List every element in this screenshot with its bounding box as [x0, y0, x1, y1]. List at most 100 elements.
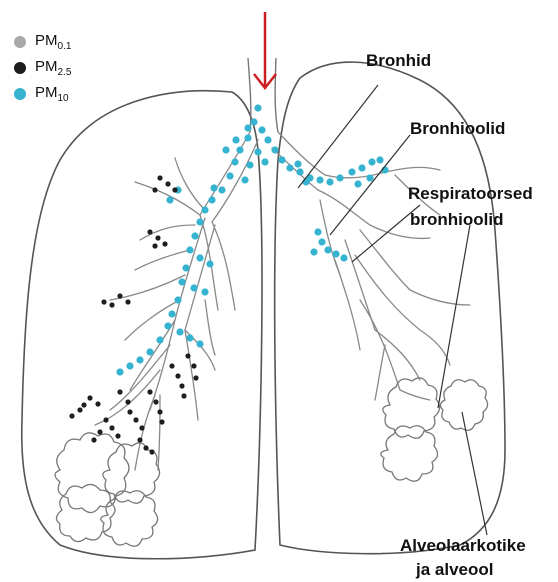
- pm10-particle: [196, 218, 203, 225]
- pm10-particle: [206, 260, 213, 267]
- pm10-particle: [201, 288, 208, 295]
- pm10-particle: [226, 172, 233, 179]
- pm25-particle: [95, 401, 100, 406]
- pm10-particle: [278, 156, 285, 163]
- pm10-particle: [246, 161, 253, 168]
- label-bronhioolid: Bronhioolid: [410, 118, 505, 139]
- pm10-particle: [236, 146, 243, 153]
- pm25-particle: [152, 187, 157, 192]
- pm25-particle: [149, 449, 154, 454]
- pm25-particle: [117, 389, 122, 394]
- pm10-particle: [366, 174, 373, 181]
- pm10-particle: [254, 104, 261, 111]
- legend-pm25-sub: 2.5: [58, 67, 72, 78]
- pm10-particle: [176, 328, 183, 335]
- pm10-particle: [324, 246, 331, 253]
- pm25-particle: [159, 419, 164, 424]
- pm10-particle: [241, 176, 248, 183]
- pm10-particle: [264, 136, 271, 143]
- pm10-particle: [126, 362, 133, 369]
- pm10-particle: [196, 254, 203, 261]
- pm25-particle: [143, 445, 148, 450]
- pm10-particle: [326, 178, 333, 185]
- pm10-particle: [190, 284, 197, 291]
- pm25-particle: [133, 417, 138, 422]
- pm10-particle: [271, 146, 278, 153]
- pm10-particle: [208, 196, 215, 203]
- leader-lines: [298, 85, 487, 535]
- pm10-particle: [348, 168, 355, 175]
- pm25-particle: [179, 383, 184, 388]
- pm10-particle: [258, 126, 265, 133]
- pm25-particle: [181, 393, 186, 398]
- pm10-particle: [218, 186, 225, 193]
- pm25-particle: [77, 407, 82, 412]
- pm25-particle: [97, 429, 102, 434]
- pm10-dot-icon: [14, 88, 26, 100]
- pm25-particle: [153, 399, 158, 404]
- pm25-particle: [125, 299, 130, 304]
- pm01-dot-icon: [14, 36, 26, 48]
- pm10-particle: [156, 336, 163, 343]
- legend-item-pm25: PM2.5: [14, 58, 71, 78]
- pm25-particle: [125, 399, 130, 404]
- label-respiratoorsed-line1: Respiratoorsed: [408, 183, 533, 204]
- pm25-particle: [69, 413, 74, 418]
- pm10-particle: [196, 340, 203, 347]
- pm10-particle: [222, 146, 229, 153]
- pm10-particle: [314, 228, 321, 235]
- pm10-particle: [186, 334, 193, 341]
- pm25-particle: [137, 437, 142, 442]
- pm10-particle: [166, 196, 173, 203]
- pm25-particle: [162, 241, 167, 246]
- pm25-particle: [147, 389, 152, 394]
- pm10-particle: [146, 348, 153, 355]
- pm10-particle: [354, 180, 361, 187]
- pm25-particle: [139, 425, 144, 430]
- pm25-particle: [191, 363, 196, 368]
- pm10-particle: [182, 264, 189, 271]
- pm25-particle: [81, 402, 86, 407]
- pm10-particle: [116, 368, 123, 375]
- pm25-particle: [169, 363, 174, 368]
- pm25-particles: [69, 175, 198, 454]
- pm10-particle: [336, 174, 343, 181]
- legend-pm25-base: PM: [35, 58, 58, 75]
- pm25-particle: [115, 433, 120, 438]
- pm10-particle: [191, 232, 198, 239]
- label-respiratoorsed-line2: bronhioolid: [410, 209, 503, 230]
- pm10-particle: [376, 156, 383, 163]
- pm10-particle: [244, 124, 251, 131]
- pm25-particle: [165, 181, 170, 186]
- label-bronhid: Bronhid: [366, 50, 431, 71]
- pm25-particle: [157, 175, 162, 180]
- pm10-particle: [210, 184, 217, 191]
- pm25-particle: [117, 293, 122, 298]
- pm25-particle: [91, 437, 96, 442]
- pm10-particle: [254, 148, 261, 155]
- pm10-particle: [286, 164, 293, 171]
- pm10-particle: [358, 164, 365, 171]
- pm25-particle: [109, 425, 114, 430]
- alveolar-clusters: [55, 378, 488, 546]
- pm10-particle: [302, 178, 309, 185]
- pm10-particle: [232, 136, 239, 143]
- pm25-particle: [103, 417, 108, 422]
- pm10-particle: [164, 322, 171, 329]
- pm10-particle: [250, 118, 257, 125]
- legend-item-pm01: PM0.1: [14, 32, 71, 52]
- pm10-particle: [231, 158, 238, 165]
- airflow-arrow: [254, 12, 276, 88]
- pm25-particle: [175, 373, 180, 378]
- pm10-particle: [310, 248, 317, 255]
- pm25-particle: [101, 299, 106, 304]
- legend-pm10-sub: 10: [58, 93, 69, 104]
- legend-pm01-sub: 0.1: [58, 41, 72, 52]
- pm25-particle: [147, 229, 152, 234]
- pm25-dot-icon: [14, 62, 26, 74]
- pm10-particle: [294, 160, 301, 167]
- pm25-particle: [185, 353, 190, 358]
- pm10-particle: [296, 168, 303, 175]
- pm25-particle: [172, 187, 177, 192]
